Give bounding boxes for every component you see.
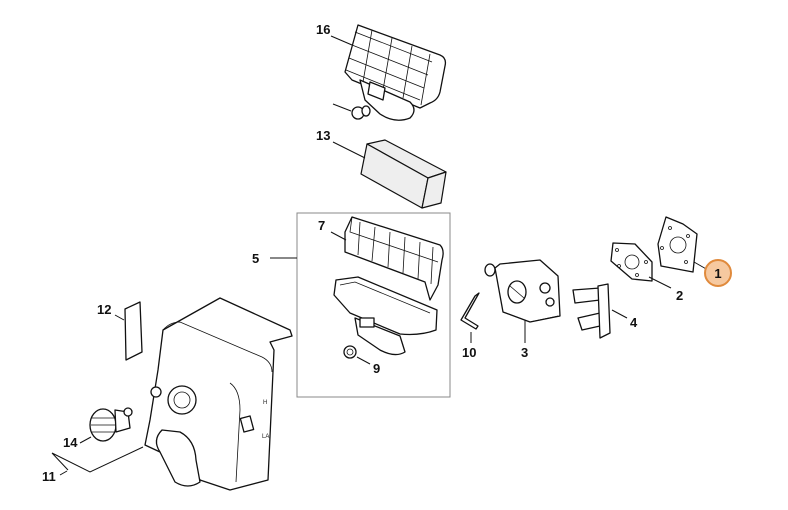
leader-11b bbox=[59, 470, 68, 476]
callout-9[interactable]: 9 bbox=[373, 361, 380, 376]
leader-16 bbox=[332, 103, 352, 112]
callout-1: 1 bbox=[714, 266, 721, 281]
part-7-filter-cover[interactable] bbox=[344, 216, 444, 301]
leader-4 bbox=[611, 309, 628, 319]
part-13-label[interactable] bbox=[124, 301, 143, 361]
callout-4[interactable]: 4 bbox=[630, 315, 638, 330]
part-15-air-filter[interactable] bbox=[344, 24, 447, 121]
part-14-foam-element[interactable] bbox=[360, 139, 447, 209]
part-2-gasket[interactable] bbox=[610, 242, 653, 282]
callout-15[interactable]: 16 bbox=[316, 22, 330, 37]
part-11-cover[interactable]: H LA bbox=[144, 297, 293, 491]
highlight-badge bbox=[704, 259, 732, 287]
leader-9 bbox=[356, 356, 371, 365]
part-10-hex-wrench[interactable] bbox=[460, 292, 480, 330]
leader-15 bbox=[330, 35, 353, 46]
part-1-gasket[interactable] bbox=[657, 216, 698, 273]
part-9-nut[interactable] bbox=[343, 345, 357, 359]
leader-13 bbox=[114, 314, 125, 321]
leader-14 bbox=[332, 141, 366, 159]
part-12-knob[interactable] bbox=[89, 407, 133, 442]
marking-h: H bbox=[263, 400, 267, 406]
leader-7 bbox=[330, 231, 347, 241]
callout-3[interactable]: 3 bbox=[521, 345, 528, 360]
part-4-spacer[interactable] bbox=[572, 283, 611, 339]
part-3-carburetor[interactable] bbox=[484, 259, 561, 323]
group-box-5 bbox=[296, 212, 451, 398]
callout-7[interactable]: 7 bbox=[318, 218, 325, 233]
callout-13[interactable]: 12 bbox=[97, 302, 111, 317]
callout-10[interactable]: 10 bbox=[462, 345, 476, 360]
callout-2[interactable]: 2 bbox=[676, 288, 683, 303]
callout-5[interactable]: 5 bbox=[252, 251, 259, 266]
callout-12[interactable]: 14 bbox=[63, 435, 78, 450]
leader-12 bbox=[79, 436, 92, 444]
part-16-screw[interactable] bbox=[351, 105, 371, 120]
marking-la: LA bbox=[262, 434, 269, 440]
callout-1-highlight[interactable]: 1 bbox=[704, 259, 732, 287]
leader-2 bbox=[648, 276, 672, 289]
callout-14[interactable]: 13 bbox=[316, 128, 330, 143]
filter-base bbox=[333, 276, 438, 356]
filter-mesh bbox=[345, 29, 433, 106]
leader-11 bbox=[51, 446, 144, 473]
callout-11[interactable]: 11 bbox=[42, 469, 56, 484]
